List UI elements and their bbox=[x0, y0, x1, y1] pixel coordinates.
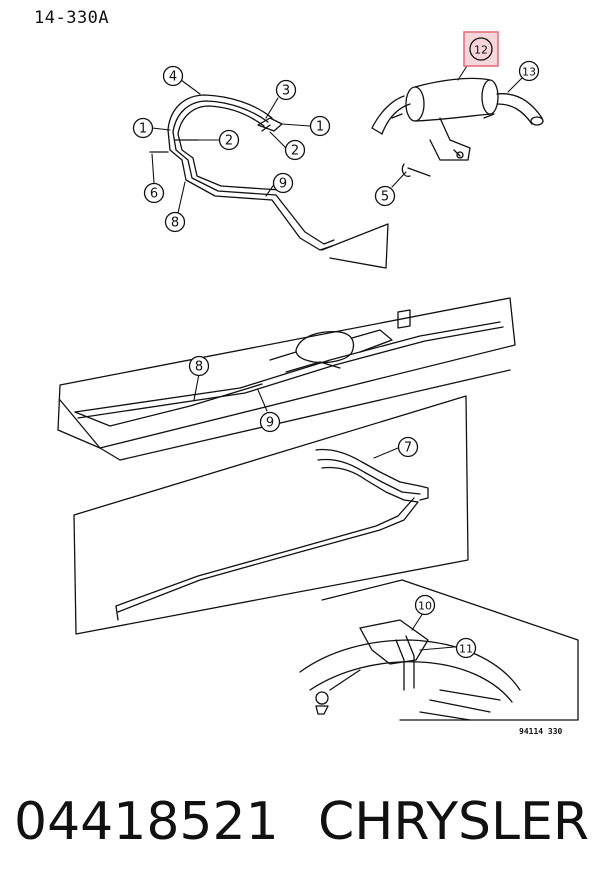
callout-number: 10 bbox=[418, 600, 432, 613]
callout-circle bbox=[272, 172, 294, 194]
callout-8: 8 bbox=[164, 211, 186, 233]
callout-2: 2 bbox=[284, 139, 306, 161]
callout-number: 13 bbox=[522, 66, 536, 79]
callout-4: 4 bbox=[162, 65, 184, 87]
callout-number: 7 bbox=[404, 441, 412, 456]
figure-id: 94114 330 bbox=[519, 727, 563, 736]
callout-number: 4 bbox=[169, 70, 177, 85]
floor-panel-fragment bbox=[321, 223, 389, 269]
callout-9: 9 bbox=[259, 411, 281, 433]
callout-circle bbox=[469, 37, 493, 61]
callout-9: 9 bbox=[272, 172, 294, 194]
callout-number: 2 bbox=[225, 134, 233, 149]
callout-circle bbox=[143, 182, 165, 204]
callout-circle bbox=[218, 129, 240, 151]
callout-3: 3 bbox=[275, 79, 297, 101]
callout-circle bbox=[132, 117, 154, 139]
callout-5: 5 bbox=[374, 185, 396, 207]
callout-number: 8 bbox=[171, 216, 179, 231]
callout-number: 1 bbox=[316, 120, 324, 135]
floor-pan-assembly bbox=[57, 297, 516, 461]
callout-number: 8 bbox=[195, 360, 203, 375]
callout-number: 9 bbox=[279, 177, 287, 192]
callout-7: 7 bbox=[397, 436, 419, 458]
footer: 04418521 CHRYSLER bbox=[0, 792, 600, 862]
callout-circle bbox=[259, 411, 281, 433]
fuel-tank-area bbox=[299, 579, 579, 721]
callout-number: 5 bbox=[381, 190, 389, 205]
make-label: CHRYSLER bbox=[318, 792, 589, 852]
callout-number: 6 bbox=[150, 187, 158, 202]
part-number: 04418521 bbox=[14, 792, 279, 852]
figure-code: 14-330A bbox=[34, 8, 110, 28]
canister-detail bbox=[371, 77, 544, 177]
callout-2: 2 bbox=[218, 129, 240, 151]
callout-number: 9 bbox=[266, 416, 274, 431]
callout-1: 1 bbox=[309, 115, 331, 137]
callout-number: 11 bbox=[459, 643, 473, 656]
callout-circle bbox=[455, 637, 477, 659]
lower-panel-assembly bbox=[73, 395, 469, 635]
callout-number: 1 bbox=[139, 122, 147, 137]
callout-number: 2 bbox=[291, 144, 299, 159]
tube-bundle-detail bbox=[149, 94, 335, 251]
callout-circle bbox=[309, 115, 331, 137]
callout-circle bbox=[414, 594, 436, 616]
callout-circle bbox=[275, 79, 297, 101]
callout-circle bbox=[188, 355, 210, 377]
callout-circle bbox=[162, 65, 184, 87]
callout-12: 12 bbox=[463, 31, 499, 67]
callout-number: 3 bbox=[282, 84, 290, 99]
callout-6: 6 bbox=[143, 182, 165, 204]
callout-circle bbox=[164, 211, 186, 233]
callout-8: 8 bbox=[188, 355, 210, 377]
callout-circle bbox=[284, 139, 306, 161]
callout-11: 11 bbox=[455, 637, 477, 659]
callout-10: 10 bbox=[414, 594, 436, 616]
callout-1: 1 bbox=[132, 117, 154, 139]
callout-circle bbox=[518, 60, 540, 82]
callout-13: 13 bbox=[518, 60, 540, 82]
callout-circle bbox=[374, 185, 396, 207]
callout-number: 12 bbox=[474, 44, 488, 57]
callout-circle bbox=[397, 436, 419, 458]
